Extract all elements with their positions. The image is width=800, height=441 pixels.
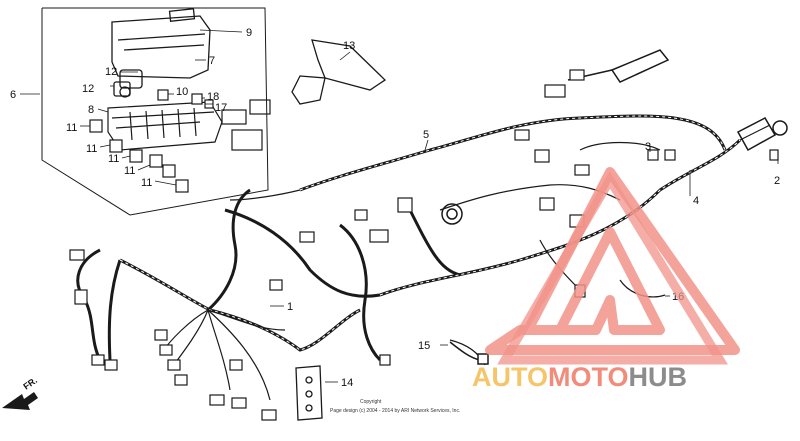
callout-16: 15 <box>418 340 430 352</box>
bracket-13 <box>291 39 387 105</box>
callout-11-c: 11 <box>108 153 119 165</box>
connectors <box>69 69 779 421</box>
relay-parts <box>113 69 143 98</box>
callout-5: 5 <box>423 129 429 141</box>
copyright-line-1: Copyright <box>360 399 382 405</box>
callout-2: 2 <box>774 175 780 187</box>
callout-17: 17 <box>215 102 227 114</box>
fuse-connectors <box>89 119 189 193</box>
callout-3: 3 <box>645 141 651 153</box>
callout-11-e: 11 <box>141 177 152 189</box>
callout-10: 10 <box>176 86 188 98</box>
callout-11-d: 11 <box>124 165 135 177</box>
callout-12-a: 12 <box>105 66 117 78</box>
callout-9: 9 <box>246 27 252 39</box>
watermark-auto: AUTO <box>472 362 548 392</box>
callout-6: 6 <box>10 89 16 101</box>
watermark-moto: MOTO <box>548 362 629 392</box>
callout-4: 4 <box>693 195 699 207</box>
callout-11-b: 11 <box>86 143 97 155</box>
copyright-line-2: Page design (c) 2004 - 2014 by ARI Netwo… <box>330 408 460 414</box>
svg-text:AUTOMOTOHUB: AUTOMOTOHUB <box>472 362 687 392</box>
callout-7: 7 <box>209 55 215 67</box>
callout-11-a: 11 <box>66 122 77 134</box>
callout-8: 8 <box>88 104 94 116</box>
callout-18: 18 <box>207 91 219 103</box>
copyright-notice: Copyright Page design (c) 2004 - 2014 by… <box>330 399 460 414</box>
callout-12-b: 12 <box>82 83 94 95</box>
callout-13: 13 <box>343 40 355 52</box>
watermark-triangle-icon <box>485 167 740 355</box>
fuse-box-group-outline <box>41 7 269 216</box>
fuse-box-cover <box>111 8 211 79</box>
round-connector <box>441 203 463 225</box>
callout-labels: 9 7 6 12 12 10 18 17 8 11 11 11 11 11 13… <box>10 27 780 389</box>
bracket-14 <box>295 365 323 421</box>
front-direction-arrow: FR. <box>2 375 39 410</box>
fuse-block <box>107 99 271 151</box>
wire-16 <box>449 341 489 365</box>
leader-lines <box>20 29 779 383</box>
automotohub-watermark: AUTOMOTOHUB <box>472 167 740 392</box>
ignition-part <box>736 117 788 152</box>
callout-1: 1 <box>287 301 293 313</box>
callout-14: 14 <box>341 377 353 389</box>
front-label: FR. <box>21 375 39 392</box>
watermark-hub: HUB <box>629 362 688 392</box>
